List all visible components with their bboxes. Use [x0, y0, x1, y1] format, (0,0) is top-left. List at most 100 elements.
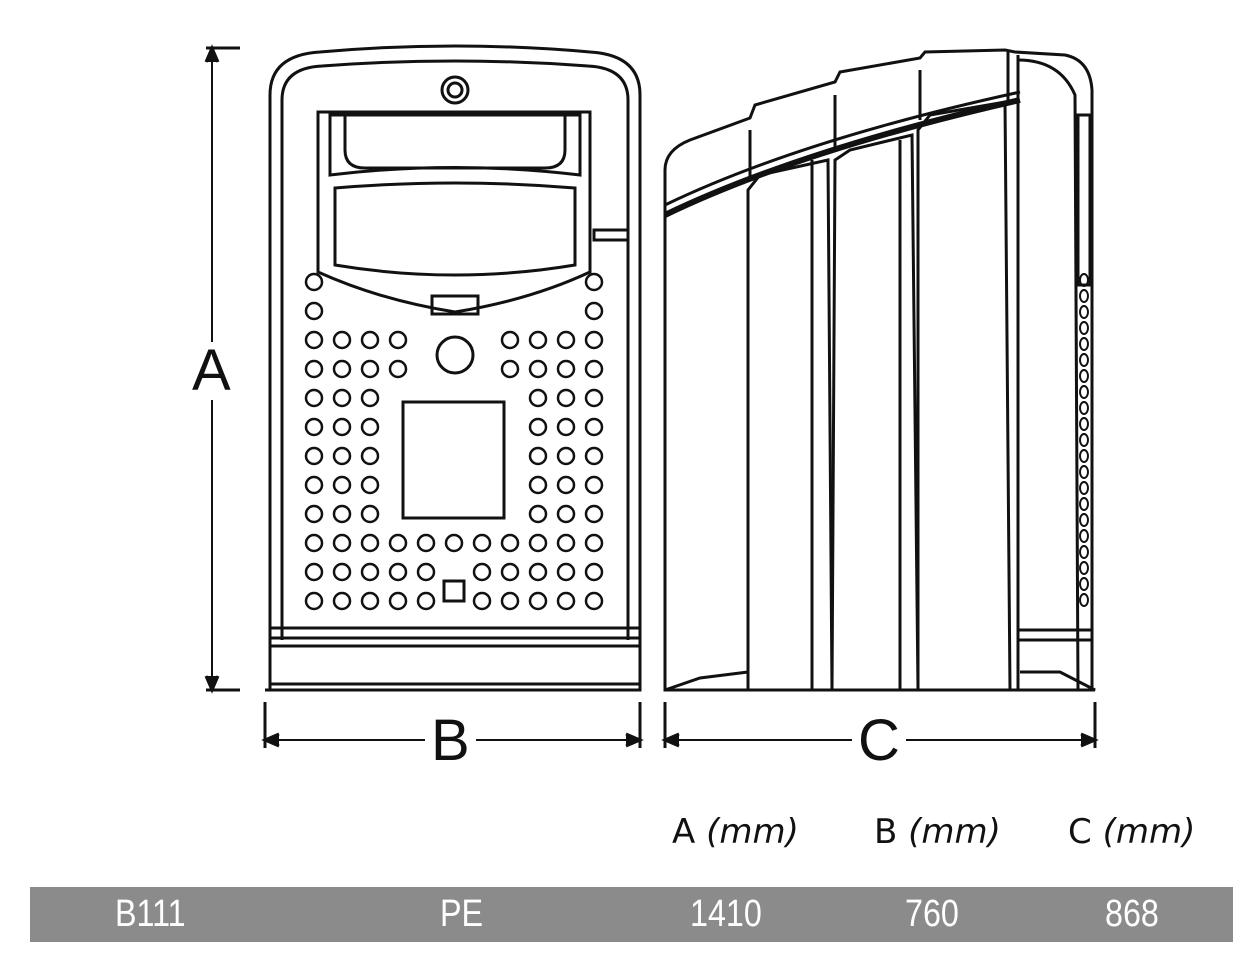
perforation-hole	[584, 272, 604, 292]
perforation-hole	[332, 388, 352, 408]
perforation-hole	[360, 475, 380, 495]
perforation-hole	[584, 533, 604, 553]
perforation-hole	[388, 562, 408, 582]
header-b: B (mm)	[874, 812, 1001, 852]
perforation-hole	[304, 533, 324, 553]
front-view	[265, 44, 642, 692]
side-perforation	[1079, 577, 1089, 591]
side-perforation	[1079, 401, 1089, 415]
perforation-hole	[500, 562, 520, 582]
perforation-hole	[332, 446, 352, 466]
perforation-hole	[556, 562, 576, 582]
cell-c: 868	[1105, 893, 1159, 935]
perforation-hole	[528, 562, 548, 582]
perforation-hole	[304, 475, 324, 495]
cell-material: PE	[440, 893, 484, 935]
perforation-hole	[304, 388, 324, 408]
perforation-hole	[304, 562, 324, 582]
perforation-hole	[584, 591, 604, 611]
perforation-hole	[472, 591, 492, 611]
side-perforation	[1079, 337, 1089, 351]
perforation-hole	[360, 417, 380, 437]
side-perforation	[1079, 449, 1089, 463]
side-perforation	[1079, 513, 1089, 527]
perforation-hole	[332, 475, 352, 495]
side-perforation	[1079, 417, 1089, 431]
side-perforation	[1079, 353, 1089, 367]
side-perforation	[1079, 369, 1089, 383]
perforation-hole	[360, 446, 380, 466]
perforation-hole	[528, 417, 548, 437]
cell-b: 760	[905, 893, 959, 935]
side-perforation	[1079, 593, 1089, 607]
perforation-hole	[528, 533, 548, 553]
dimension-b-label: B	[425, 712, 476, 770]
side-perforation	[1079, 433, 1089, 447]
perforation-hole	[332, 591, 352, 611]
perforation-hole	[416, 591, 436, 611]
perforation-hole	[332, 504, 352, 524]
perforation-hole	[360, 562, 380, 582]
perforation-hole	[360, 359, 380, 379]
side-perforation	[1079, 481, 1089, 495]
side-view	[663, 48, 1096, 692]
perforation-hole	[556, 591, 576, 611]
perforation-hole	[584, 388, 604, 408]
perforation-hole	[388, 359, 408, 379]
perforation-hole	[388, 533, 408, 553]
perforation-hole	[304, 591, 324, 611]
spec-row-bar	[30, 887, 1233, 942]
perforation-hole	[584, 301, 604, 321]
perforation-hole	[304, 301, 324, 321]
perforation-hole	[556, 475, 576, 495]
perforation-hole	[332, 417, 352, 437]
side-perforation	[1079, 465, 1089, 479]
side-perforation	[1079, 289, 1089, 303]
perforation-hole	[416, 562, 436, 582]
side-perforation	[1079, 529, 1089, 543]
perforation-hole	[528, 591, 548, 611]
perforation-hole	[304, 417, 324, 437]
perforation-hole	[500, 591, 520, 611]
perforation-hole	[444, 533, 464, 553]
perforation-hole	[556, 446, 576, 466]
perforation-hole	[304, 504, 324, 524]
header-c: C (mm)	[1068, 812, 1196, 852]
perforation-hole	[584, 475, 604, 495]
perforation-hole	[332, 330, 352, 350]
header-a: A (mm)	[672, 812, 799, 852]
perforation-hole	[584, 504, 604, 524]
perforation-hole	[360, 533, 380, 553]
perforation-hole	[556, 359, 576, 379]
perforation-hole	[584, 359, 604, 379]
perforation-hole	[500, 330, 520, 350]
perforation-hole	[584, 330, 604, 350]
perforation-hole	[304, 359, 324, 379]
perforation-hole	[584, 417, 604, 437]
perforation-hole	[500, 359, 520, 379]
perforation-hole	[304, 446, 324, 466]
perforation-hole	[556, 388, 576, 408]
perforation-hole	[360, 591, 380, 611]
perforation-hole	[556, 330, 576, 350]
perforation-hole	[472, 562, 492, 582]
side-perforation	[1079, 561, 1089, 575]
perforation-hole	[332, 533, 352, 553]
perforation-hole	[556, 533, 576, 553]
side-perforation	[1079, 273, 1089, 287]
perforation-hole	[416, 533, 436, 553]
perforation-hole	[584, 446, 604, 466]
side-perforation	[1079, 385, 1089, 399]
perforation-hole	[528, 475, 548, 495]
perforation-hole	[360, 330, 380, 350]
side-perforation	[1079, 497, 1089, 511]
side-perforation	[1079, 321, 1089, 335]
perforation-hole	[388, 591, 408, 611]
perforation-hole	[304, 272, 324, 292]
perforation-hole	[584, 562, 604, 582]
cell-model: B111	[115, 893, 186, 935]
perforation-hole	[528, 330, 548, 350]
perforation-hole	[360, 388, 380, 408]
perforation-hole	[556, 504, 576, 524]
side-perforation	[1079, 545, 1089, 559]
